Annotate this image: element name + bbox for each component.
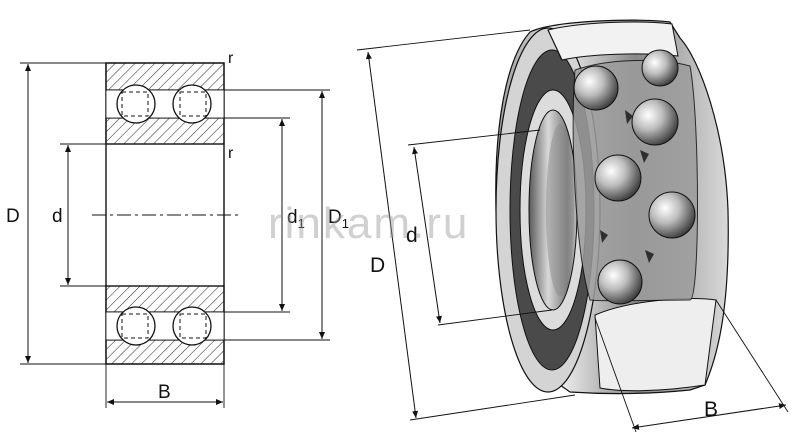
ball: [641, 49, 679, 87]
ball: [116, 306, 156, 346]
label-d1: d1: [287, 207, 305, 231]
persp-dim-d-line: [412, 146, 442, 324]
persp-label-d: d: [406, 224, 418, 247]
label-B: B: [158, 382, 171, 403]
ball: [172, 84, 212, 124]
ball: [648, 191, 696, 239]
perspective-view: D d B: [356, 19, 789, 433]
ball: [631, 98, 679, 146]
ball: [172, 306, 212, 346]
persp-label-B: B: [704, 398, 718, 421]
ball: [597, 259, 643, 305]
balls: [573, 49, 696, 305]
label-r-mid: r: [228, 145, 234, 162]
label-D: D: [6, 206, 20, 227]
persp-dim-D-line: [365, 51, 419, 419]
ball: [573, 65, 619, 111]
ball: [116, 84, 156, 124]
bottom-ring-section: [105, 285, 225, 365]
label-d: d: [52, 206, 63, 227]
section-view: D d d1 D1 B r r: [6, 50, 349, 408]
top-ring-section: [105, 62, 225, 145]
persp-label-D: D: [370, 254, 385, 277]
ball: [594, 154, 642, 202]
label-r-top: r: [228, 50, 234, 67]
persp-dim-B-line: [631, 403, 787, 430]
label-D1: D1: [328, 207, 349, 231]
watermark: rinkam.ru: [268, 199, 469, 248]
